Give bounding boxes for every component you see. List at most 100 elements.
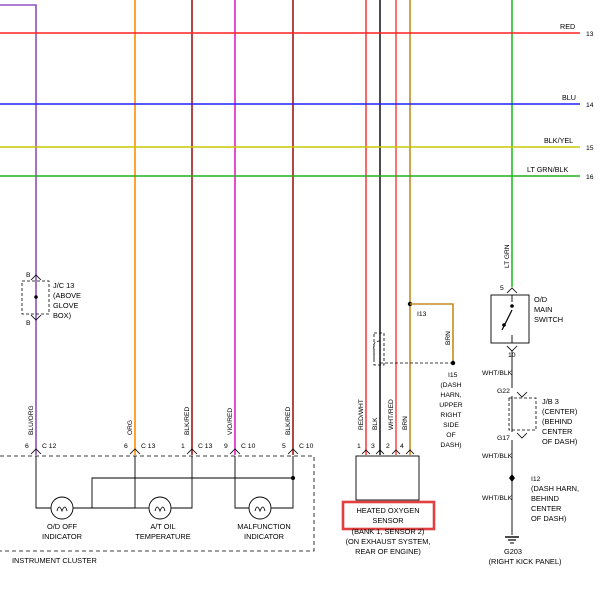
indicator-label: INDICATOR [42,532,82,541]
indicator-label: TEMPERATURE [135,532,190,541]
bus-wire-blu: BLU 14 [0,93,594,109]
sensor-pin: 1 [357,443,361,450]
wire-label: BRN [402,416,409,430]
sensor-pins: 1 3 2 4 [357,443,415,455]
wire-label: BLK/RED [285,407,292,435]
connector-pin: 6 [124,443,128,450]
jc13-pin-bottom: B [26,320,31,327]
i12-desc: OF DASH) [531,514,566,523]
jb3-label: CENTER [542,427,572,436]
cluster-wire-labels: BLU/ORG ORG BLK/RED VIO/RED BLK/RED [28,405,292,435]
jc13-pos-line: BOX) [53,311,71,320]
indicator-label: MALFUNCTION [237,522,290,531]
sensor-pin: 4 [400,443,404,450]
jb3-label: OF DASH) [542,437,577,446]
switch-label: MAIN [534,305,552,314]
i15-desc: DASH) [440,442,461,449]
i12-desc: CENTER [531,504,561,513]
shield-drain [373,332,456,366]
sensor-highlight-box: HEATED OXYGEN SENSOR [341,500,436,531]
i15-desc: SIDE [443,422,459,429]
i12-label: I12 [531,476,541,483]
at-oil-temp-bulb [148,496,172,520]
bus-label: LT GRN/BLK [527,165,568,174]
svg-text:(BANK 1, SENSOR 2): (BANK 1, SENSOR 2) [352,527,425,536]
sensor-subtitle: (BANK 1, SENSOR 2) (ON EXHAUST SYSTEM, R… [346,527,431,556]
jb3-wire-below: WHT/BLK [482,453,513,460]
malfunction-indicator-bulb [248,496,272,520]
jc13-pos-line: GLOVE [53,301,79,310]
bus-ref: 13 [586,31,594,38]
wire-label: VIO/RED [227,408,234,435]
i13-wire-label: BRN [445,331,452,345]
jb3-label: (BEHIND [542,417,572,426]
bus-label: BLU [562,93,576,102]
jc13-pos-line: (ABOVE [53,291,81,300]
svg-text:REAR OF ENGINE): REAR OF ENGINE) [355,547,421,556]
indicator-label: O/D OFF [47,522,77,531]
bus-label: BLK/YEL [544,136,573,145]
instrument-cluster: O/D OFF INDICATOR A/T OIL TEMPERATURE MA… [0,455,315,565]
i13-label: I13 [417,311,427,318]
jb3-junction: G22 G17 J/B 3 (CENTER) (BEHIND CENTER OF… [482,388,577,460]
i12-wire-label: WHT/BLK [482,495,513,502]
od-off-indicator-bulb [50,496,74,520]
sensor-title: SENSOR [372,516,403,525]
ground-label: G203 [504,547,522,556]
connector-pin: 6 [25,443,29,450]
i12-desc: BEHIND [531,494,559,503]
oxygen-sensor-body [355,455,420,501]
connector-ref: C 10 [241,443,256,450]
connector-ref: C 13 [198,443,213,450]
connector-pin: 1 [181,443,185,450]
sensor-title: HEATED OXYGEN [356,506,419,515]
indicator-label: INDICATOR [244,532,284,541]
wire-label: ORG [127,420,134,435]
connector-ref: C 10 [299,443,314,450]
bus-ref: 14 [586,102,594,109]
i15-desc: OF [446,432,455,439]
bus-label: RED [560,22,575,31]
ground-g203: G203 (RIGHT KICK PANEL) [489,536,562,566]
ground-location: (RIGHT KICK PANEL) [489,557,562,566]
switch-label: O/D [534,295,547,304]
bus-wire-blk-yel: BLK/YEL 15 [0,136,594,152]
switch-label: SWITCH [534,315,563,324]
wire-label: WHT/RED [388,399,395,430]
i12-splice: I12 (DASH HARN, BEHIND CENTER OF DASH) W… [482,474,579,523]
connector-ref: C 13 [141,443,156,450]
connector-pin: 5 [282,443,286,450]
cluster-connector-labels: 6 C 12 6 C 13 1 C 13 9 C 10 5 C 10 [25,443,314,450]
jc13-pin-top: B [26,272,31,279]
bus-ref: 16 [586,174,594,181]
sensor-pin: 2 [386,443,390,450]
bus-wire-lt-grn-blk: LT GRN/BLK 16 [0,165,594,181]
i15-desc: RIGHT [440,412,461,419]
jb3-label: J/B 3 [542,397,559,406]
svg-text:(ON EXHAUST SYSTEM,: (ON EXHAUST SYSTEM, [346,537,431,546]
i15-connector: I15 (DASH HARN, UPPER RIGHT SIDE OF DASH… [439,372,463,449]
wire-label-wht-blk: WHT/BLK [482,370,513,377]
switch-wire-label: LT GRN [504,244,511,268]
connector-ref: C 12 [42,443,57,450]
jb3-label: (CENTER) [542,407,577,416]
indicator-label: A/T OIL [150,522,175,531]
cluster-connectors [30,448,299,455]
wire-label: RED/WHT [358,399,365,430]
od-main-switch: LT GRN 5 10 O/D MAIN SWITCH [490,244,563,359]
i13-connector: I13 BRN [407,301,454,363]
i15-desc: UPPER [439,402,463,409]
wire-label: BLU/ORG [28,405,35,435]
i15-desc: (DASH [440,382,461,389]
i15-desc: HARN, [440,392,461,399]
jc13-name: J/C 13 [53,281,74,290]
i15-label: I15 [448,372,458,379]
wire-label: BLK [372,417,379,430]
wire-blu-org [0,4,37,455]
bus-ref: 15 [586,145,594,152]
connector-pin: 9 [224,443,228,450]
jb3-top-conn: G22 [497,388,510,395]
sensor-wire-labels: RED/WHT BLK WHT/RED BRN [358,399,409,430]
switch-pin-top: 5 [500,285,504,292]
sensor-pin: 3 [371,443,375,450]
